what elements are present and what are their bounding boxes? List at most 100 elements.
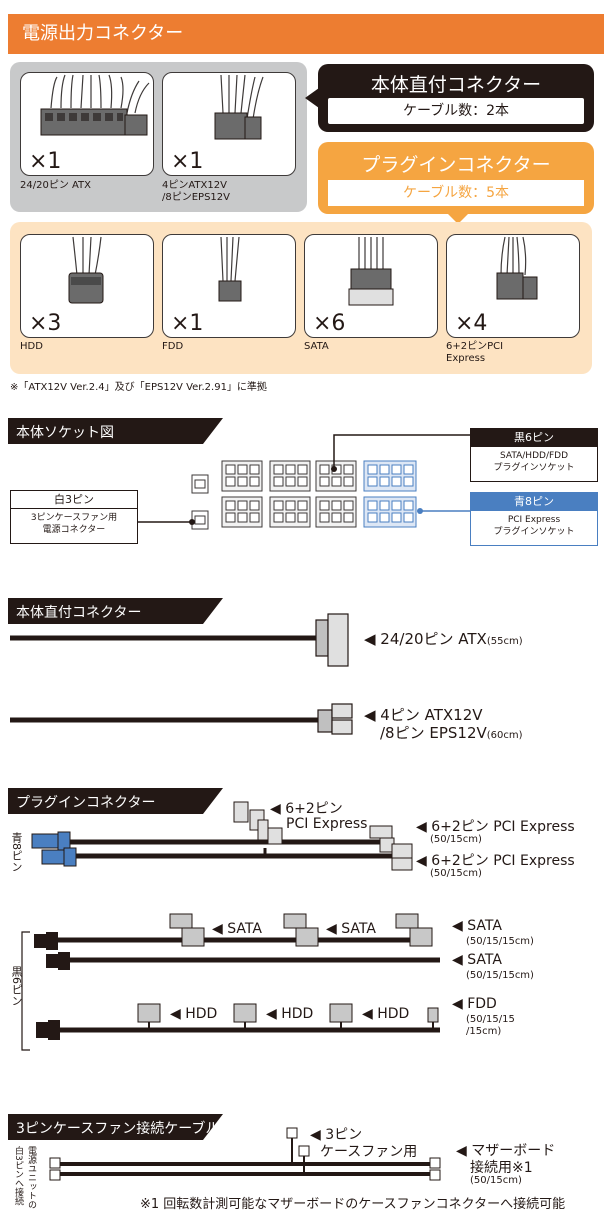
- socket-pin: [367, 500, 378, 511]
- black6-line-1: SATA/HDD/FDD: [499, 451, 569, 461]
- direct-heading-box: 本体直付コネクター ケーブル数：2本: [318, 64, 594, 132]
- fan-mb-label-1: ◀ マザーボード: [456, 1143, 556, 1159]
- atx-cable-label: ◀ 24/20ピン ATX(55cm): [364, 628, 523, 649]
- socket-pin: [391, 464, 402, 475]
- blue8-line-1: PCI Express: [507, 515, 561, 525]
- fan-cable-drawing: [49, 1127, 441, 1181]
- fdd-connector-icon: [218, 236, 242, 302]
- fan-case-label-2: ケースファン用: [320, 1144, 418, 1160]
- fdd-label: FDD: [162, 341, 184, 352]
- pcie-top-label-2: PCI Express: [286, 816, 368, 832]
- sata-right-label-2: ◀ SATA: [452, 952, 502, 968]
- socket-pin: [391, 476, 402, 487]
- fdd-count: ×1: [171, 311, 204, 336]
- socket-pin: [249, 500, 260, 511]
- atx-connector-icon: [40, 74, 150, 136]
- white3-line-2: 電源コネクター: [42, 525, 106, 535]
- socket-diagram: [138, 434, 470, 530]
- socket-pin: [319, 500, 330, 511]
- fdd-right-len-1: (50/15/15: [466, 1014, 515, 1025]
- blue8-box: 青8ピン PCI Express プラグインソケット: [470, 492, 598, 546]
- plugin-heading-box: プラグインコネクター ケーブル数：5本: [318, 142, 594, 214]
- black-box-pointer: [305, 88, 319, 108]
- eps-label-2: /8ピンEPS12V: [162, 192, 230, 203]
- socket-pin: [285, 512, 296, 523]
- socket-pin: [237, 512, 248, 523]
- socket-pin: [285, 476, 296, 487]
- fan-side-label: 電源ユニットの白3ピンへ接続: [13, 1146, 36, 1209]
- hdd-count: ×3: [29, 311, 62, 336]
- hdd-connector-card: ×3: [20, 234, 154, 338]
- black6-box: 黒6ピン SATA/HDD/FDD プラグインソケット: [470, 428, 598, 482]
- sata-right-len-2: (50/15/15cm): [466, 970, 534, 981]
- white3-box: 白3ピン 3ピンケースファン用 電源コネクター: [10, 490, 138, 544]
- plugin-cables-heading: プラグインコネクター: [16, 795, 156, 811]
- black6-title: 黒6ピン: [471, 429, 597, 447]
- blue8-title: 青8ピン: [471, 493, 597, 511]
- eps-cable-length: (60cm): [486, 730, 523, 741]
- socket-pin: [403, 464, 414, 475]
- socket-pin: [331, 512, 342, 523]
- socket-pin: [331, 500, 342, 511]
- socket-pin: [403, 512, 414, 523]
- fan-heading: 3ピンケースファン接続ケーブル: [16, 1121, 220, 1137]
- socket-pin: [225, 512, 236, 523]
- white3-title: 白3ピン: [11, 491, 137, 509]
- fdd-right-label: ◀ FDD: [452, 996, 497, 1012]
- socket-pin: [237, 464, 248, 475]
- atx-connector-card: ×1: [20, 72, 154, 176]
- sata-label: SATA: [304, 341, 329, 352]
- socket-pin: [367, 512, 378, 523]
- socket-pin: [285, 500, 296, 511]
- pcie-right-label-2: ◀ 6+2ピン PCI Express: [416, 853, 575, 869]
- sata-right-len-1: (50/15/15cm): [466, 936, 534, 947]
- socket-heading: 本体ソケット図: [16, 425, 114, 441]
- socket-pin: [273, 476, 284, 487]
- socket-pin: [379, 476, 390, 487]
- socket-pin: [343, 464, 354, 475]
- socket-pin: [319, 464, 330, 475]
- sata-count: ×6: [313, 311, 346, 336]
- hdd-connector-icon: [68, 236, 104, 304]
- socket-pin: [273, 464, 284, 475]
- sata-connector-icon: [348, 237, 394, 306]
- compliance-footnote: ※「ATX12V Ver.2.4」及び「EPS12V Ver.2.91」に準拠: [10, 382, 267, 393]
- socket-pin: [297, 476, 308, 487]
- socket-pin: [273, 512, 284, 523]
- direct-cable-count: ケーブル数：2本: [328, 98, 584, 124]
- socket-pin: [343, 476, 354, 487]
- blue8-line-2: プラグインソケット: [493, 527, 575, 537]
- eps-connector-card: ×1: [162, 72, 296, 176]
- direct-heading: 本体直付コネクター: [370, 74, 542, 96]
- plugin-cable-count: ケーブル数：5本: [328, 180, 584, 206]
- eps-connector-icon: [214, 74, 264, 140]
- pcie-connector-card: ×4: [446, 234, 580, 338]
- plugin-heading: プラグインコネクター: [361, 154, 551, 176]
- fan-mb-length: (50/15cm): [470, 1175, 522, 1186]
- pcie-right-len-2: (50/15cm): [430, 868, 482, 879]
- fan-case-label-1: ◀ 3ピン: [310, 1127, 363, 1143]
- socket-pin: [367, 464, 378, 475]
- hdd-inline-label-3: ◀ HDD: [362, 1006, 410, 1022]
- socket-pin: [379, 464, 390, 475]
- socket-pin: [225, 500, 236, 511]
- socket-pin: [237, 500, 248, 511]
- plugin-cables-drawing: [31, 801, 440, 1040]
- black6-bracket: [21, 931, 30, 1051]
- direct-cables-drawing: [10, 613, 353, 735]
- fan-footnote: ※1 回転数計測可能なマザーボードのケースファンコネクターへ接続可能: [140, 1197, 566, 1212]
- fan-mb-label-2: 接続用※1: [470, 1160, 533, 1176]
- sata-inline-label-2: ◀ SATA: [326, 921, 376, 937]
- hdd-inline-label-2: ◀ HDD: [266, 1006, 314, 1022]
- socket-pin: [319, 476, 330, 487]
- socket-pin: [391, 512, 402, 523]
- socket-pin: [285, 464, 296, 475]
- fan-heading-bar: [8, 1114, 223, 1140]
- eps-cable-label-1: ◀ 4ピン ATX12V: [364, 706, 483, 724]
- fdd-right-len-2: /15cm): [466, 1026, 502, 1037]
- sata-right-label-1: ◀ SATA: [452, 918, 502, 934]
- hdd-label: HDD: [20, 341, 43, 352]
- socket-pin: [297, 464, 308, 475]
- socket-pin: [319, 512, 330, 523]
- direct-cables-heading: 本体直付コネクター: [16, 605, 142, 621]
